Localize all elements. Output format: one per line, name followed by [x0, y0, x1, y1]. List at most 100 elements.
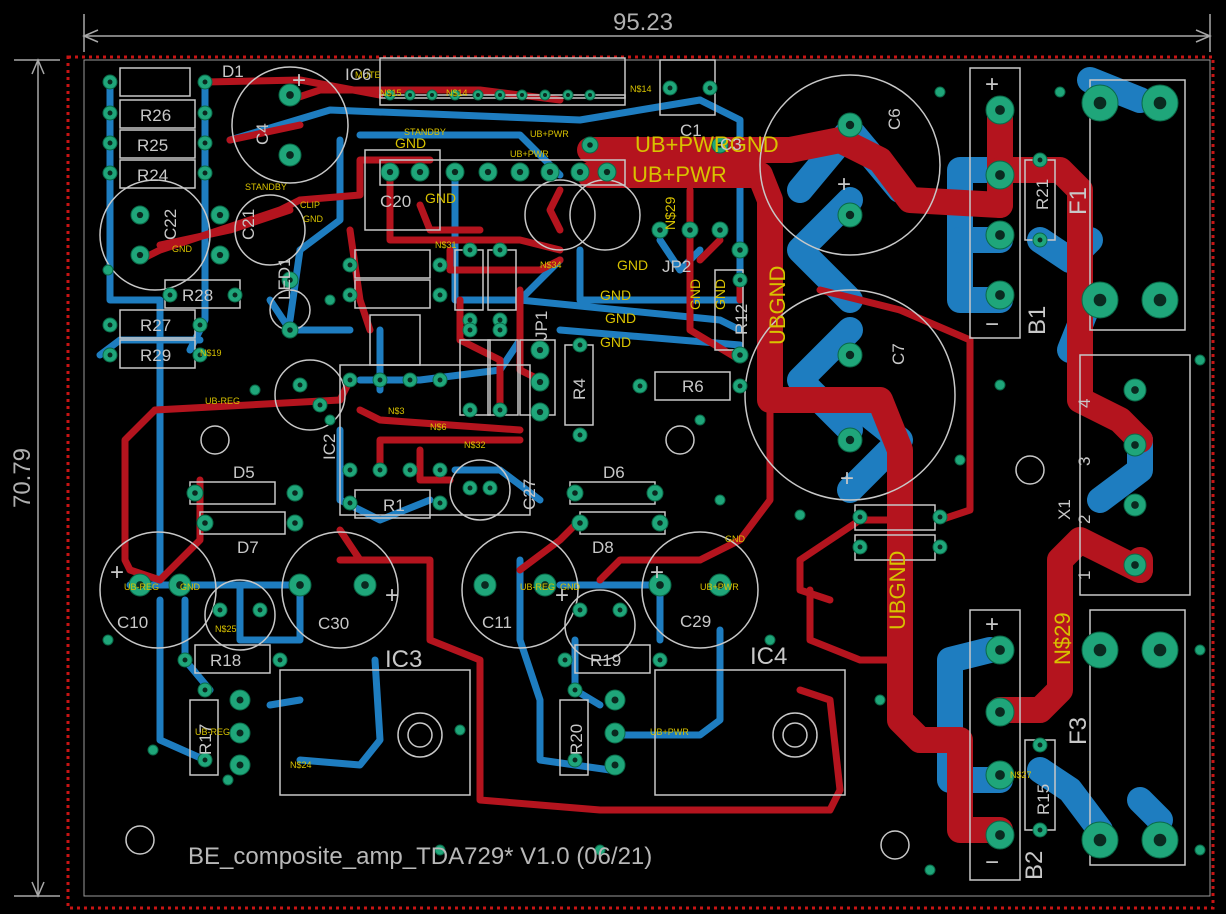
pad-drill — [717, 142, 723, 148]
pad-drill — [587, 142, 593, 148]
svg-text:N$34: N$34 — [540, 260, 562, 270]
label-r21: R21 — [1033, 179, 1052, 210]
pad-drill — [107, 322, 113, 328]
pad-drill — [657, 520, 663, 526]
net-ubgnd-upper: UBGND — [765, 266, 790, 345]
pad-drill — [845, 435, 855, 445]
net-label-gnd: GND — [605, 310, 636, 326]
pad-drill — [937, 514, 943, 520]
label-c29: C29 — [680, 612, 711, 631]
pad-drill — [995, 230, 1005, 240]
pad-drill — [520, 93, 524, 97]
pad-drill — [407, 377, 413, 383]
label-r18: R18 — [210, 651, 241, 670]
label-led1: LED1 — [275, 257, 294, 300]
pad-drill — [484, 168, 492, 176]
label-r1: R1 — [383, 496, 405, 515]
label-ic6: IC6 — [345, 65, 371, 84]
via — [147, 744, 159, 756]
pad-drill — [497, 327, 503, 333]
pad-drill — [481, 581, 489, 589]
pad-drill — [202, 140, 208, 146]
svg-text:1: 1 — [1075, 571, 1094, 580]
pad-drill — [687, 227, 693, 233]
svg-text:+: + — [110, 559, 124, 586]
label-f1: F1 — [1065, 187, 1092, 215]
pad-drill — [347, 292, 353, 298]
label-c30: C30 — [318, 614, 349, 633]
pad-drill — [497, 407, 503, 413]
svg-text:N$25: N$25 — [215, 624, 237, 634]
pad-drill — [107, 110, 113, 116]
pad-drill — [437, 262, 443, 268]
label-d6: D6 — [603, 463, 625, 482]
svg-text:3: 3 — [1075, 457, 1094, 466]
pad-drill — [995, 105, 1005, 115]
net-label-gnd: GND — [600, 287, 631, 303]
connector-pin-labels: 1 2 3 4 + − + − + + + + + + + — [110, 67, 1094, 876]
pad-drill — [717, 227, 723, 233]
svg-text:UB+PWR: UB+PWR — [510, 149, 549, 159]
pad-drill — [572, 757, 578, 763]
svg-text:N$24: N$24 — [290, 760, 312, 770]
pad-drill — [467, 247, 473, 253]
mounting-holes — [125, 425, 1045, 860]
via — [102, 264, 114, 276]
pad-drill — [576, 168, 584, 176]
label-c4: C4 — [253, 123, 272, 145]
net-ub-pwr: UB+PWR — [632, 162, 727, 187]
label-c20: C20 — [380, 192, 411, 211]
net-label-gnd: GND — [425, 190, 456, 206]
board-title: BE_composite_amp_TDA729* V1.0 (06/21) — [188, 843, 652, 870]
via — [924, 864, 936, 876]
pad-drill — [937, 544, 943, 550]
label-r20: R20 — [567, 724, 586, 755]
pad-drill — [107, 140, 113, 146]
pad-drill — [347, 500, 353, 506]
net-ns29: N$29 — [1050, 612, 1075, 665]
pad-drill — [107, 79, 113, 85]
via — [1194, 644, 1206, 656]
pad-drill — [577, 607, 583, 613]
pad-drill — [536, 408, 544, 416]
pad-drill — [1153, 833, 1167, 847]
pad-drill — [497, 247, 503, 253]
svg-text:N$19: N$19 — [200, 348, 222, 358]
label-c7: C7 — [889, 343, 908, 365]
label-x1: X1 — [1055, 499, 1074, 520]
pad-drill — [1153, 643, 1167, 657]
pad-drill — [611, 696, 619, 704]
label-r26: R26 — [140, 106, 171, 125]
label-c22: C22 — [161, 209, 180, 240]
pad-drill — [546, 168, 554, 176]
pad-drill — [536, 378, 544, 386]
pad-drill — [216, 211, 224, 219]
pad-drill — [467, 485, 473, 491]
label-f3: F3 — [1065, 717, 1092, 745]
pad-drill — [737, 352, 743, 358]
svg-text:N$14: N$14 — [446, 88, 468, 98]
pad-drill — [1153, 96, 1167, 110]
pad-drill — [1131, 561, 1139, 569]
pad-drill — [182, 657, 188, 663]
pad-drill — [216, 251, 224, 259]
pad-drill — [617, 607, 623, 613]
via — [102, 634, 114, 646]
label-ic4: IC4 — [750, 643, 787, 670]
pad-drill — [257, 607, 263, 613]
label-r12: R12 — [732, 304, 751, 335]
pad-drill — [1037, 742, 1043, 748]
label-c11: C11 — [482, 613, 512, 632]
pad-drill — [611, 761, 619, 769]
pad-drill — [136, 251, 144, 259]
pad-drill — [107, 170, 113, 176]
pad-drill — [292, 490, 298, 496]
pad-drill — [1093, 833, 1107, 847]
pad-drill — [451, 168, 459, 176]
svg-text:GND: GND — [172, 244, 193, 254]
pad-drill — [667, 85, 673, 91]
label-r28: R28 — [182, 286, 213, 305]
pad-drill — [476, 93, 480, 97]
pad-drill — [232, 292, 238, 298]
label-c21: C21 — [239, 209, 258, 240]
